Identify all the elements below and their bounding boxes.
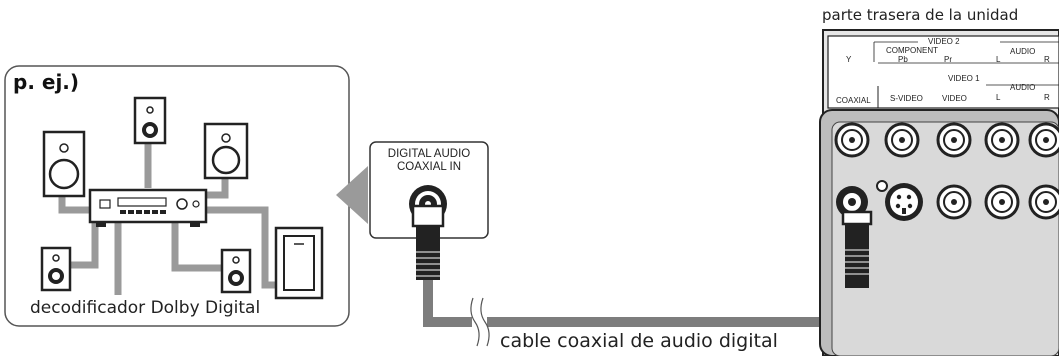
panel-label-video2: VIDEO 2: [928, 37, 960, 46]
speaker-rear-right: [220, 248, 252, 294]
speaker-center: [133, 96, 167, 145]
cable-label: cable coaxial de audio digital: [500, 330, 778, 352]
panel-label-audio-1: AUDIO: [1010, 47, 1036, 56]
panel-label-audio-2: AUDIO: [1010, 83, 1036, 92]
speaker-rear-left: [40, 246, 72, 292]
decoder-label: decodificador Dolby Digital: [30, 298, 261, 318]
panel-label-svideo: S-VIDEO: [890, 94, 923, 103]
rear-panel: [819, 29, 1059, 356]
rear-jacks-row2: [836, 180, 1059, 221]
direction-arrow: [336, 166, 368, 224]
panel-label-pr: Pr: [944, 55, 952, 64]
rear-label: parte trasera de la unidad: [822, 6, 1019, 24]
jack-label-line2: COAXIAL IN: [396, 161, 462, 173]
right-rca-plug: [841, 210, 873, 288]
speaker-front-right: [203, 122, 249, 180]
panel-label-r-1: R: [1044, 55, 1050, 64]
left-rca-plug: [411, 204, 445, 280]
panel-label-pb: Pb: [898, 55, 908, 64]
subwoofer: [274, 226, 324, 300]
panel-label-r-2: R: [1044, 93, 1050, 102]
panel-label-y: Y: [846, 55, 852, 64]
panel-label-l-1: L: [996, 55, 1001, 64]
decoder-unit: [88, 188, 208, 227]
s-video-jack: [885, 183, 923, 221]
panel-label-component: COMPONENT: [886, 46, 938, 55]
speaker-front-left: [42, 130, 86, 198]
jack-label-line1: DIGITAL AUDIO: [387, 148, 471, 160]
rear-jacks-row1: [834, 122, 1059, 158]
panel-label-l-2: L: [996, 93, 1001, 102]
panel-label-video: VIDEO: [942, 94, 967, 103]
panel-label-coaxial: COAXIAL: [836, 96, 871, 105]
jack-label: DIGITAL AUDIO COAXIAL IN: [370, 148, 488, 174]
example-label: p. ej.): [13, 70, 80, 94]
panel-label-video1: VIDEO 1: [948, 74, 980, 83]
